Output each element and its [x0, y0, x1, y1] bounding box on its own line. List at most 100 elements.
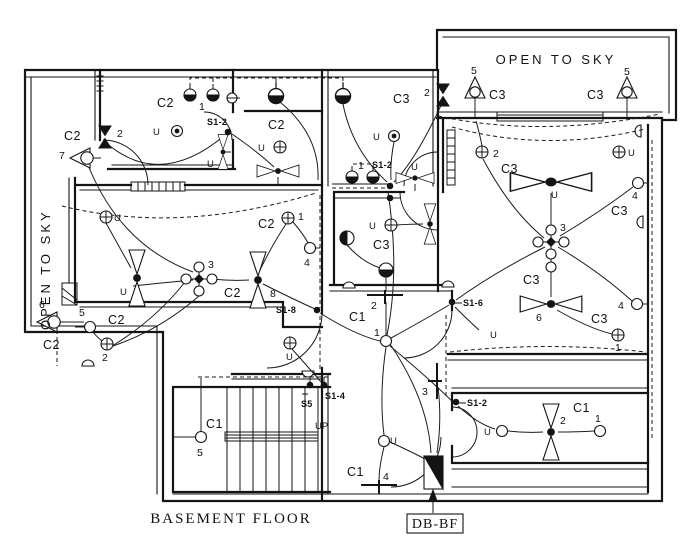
- socket-icon: [387, 129, 401, 143]
- symbols: [36, 76, 645, 534]
- light-point-icon: [593, 424, 607, 438]
- labels: BASEMENT FLOOR DB-BF OPEN TO SKY OPEN TO…: [38, 52, 638, 532]
- exhaust-fan-icon: [423, 203, 437, 245]
- outer-walls: [23, 28, 678, 503]
- tube-light-icon: [427, 362, 443, 400]
- ceiling-fan-icon: [249, 251, 267, 309]
- circuit-label: C3: [501, 162, 518, 176]
- swit-label: S1-2: [207, 117, 227, 127]
- u-mark: U: [114, 213, 121, 224]
- u-mark: U: [369, 221, 376, 232]
- bollard-light-icon: [464, 76, 486, 99]
- point-number: 6: [39, 299, 45, 311]
- wall-stops: [81, 124, 644, 378]
- switch-icon: [313, 306, 321, 314]
- light-point-icon: [303, 241, 317, 255]
- switch-icon: [386, 182, 394, 190]
- open-to-sky-top-label: OPEN TO SKY: [496, 52, 617, 67]
- pendant-lamp-icon: [334, 81, 352, 105]
- light-icon: [611, 328, 625, 342]
- light-icon: [99, 210, 113, 224]
- circuit-label: C2: [258, 217, 275, 231]
- pendant-lamp-icon: [183, 83, 197, 102]
- light-cluster-icon: [532, 224, 570, 273]
- point-number: 2: [560, 415, 566, 427]
- swit-label: S1-2: [372, 160, 392, 170]
- distribution-board-icon: [423, 455, 444, 491]
- socket-icon: [170, 124, 184, 138]
- circuit-label: C1: [349, 310, 366, 324]
- light-icon: [612, 145, 626, 159]
- ceiling-fan-icon: [542, 403, 560, 461]
- u-mark: U: [390, 436, 397, 447]
- dashed-wiring: [56, 77, 661, 440]
- point-number: 4: [383, 471, 389, 483]
- circuit-label: C3: [523, 273, 540, 287]
- circuit-label: C1: [347, 465, 364, 479]
- point-number: 2: [117, 128, 123, 140]
- socket-point-icon: [495, 424, 509, 438]
- point-number: 3: [208, 259, 214, 271]
- floor-title: BASEMENT FLOOR: [150, 511, 312, 527]
- exhaust-fan-icon: [256, 164, 300, 178]
- switch-icon: [452, 398, 460, 406]
- u-mark: U: [286, 352, 293, 363]
- light-icon: [283, 336, 297, 350]
- point-number: 2: [493, 148, 499, 160]
- u-mark: U: [628, 148, 635, 159]
- point-number: 1: [374, 327, 380, 339]
- light-icon: [384, 218, 398, 232]
- light-point-icon: [194, 430, 208, 444]
- circuit-label: C2: [108, 313, 125, 327]
- circuit-label: C3: [393, 92, 410, 106]
- point-number: 3: [422, 386, 428, 398]
- switch-icon: [320, 381, 328, 389]
- circuit-label: C3: [489, 88, 506, 102]
- up-label: UP: [315, 421, 328, 432]
- light-icon: [273, 140, 287, 154]
- point-number: 4: [618, 300, 624, 312]
- exhaust-fan-icon: [395, 172, 435, 184]
- socket-point-icon: [377, 434, 391, 448]
- point-number: 1: [298, 211, 304, 223]
- point-number: 5: [624, 66, 630, 78]
- pendant-lamp-icon: [345, 165, 359, 184]
- open-to-sky-left-label: OPEN TO SKY: [38, 209, 53, 330]
- ceiling-fan-icon: [519, 295, 583, 313]
- ceiling-fan-icon: [128, 249, 146, 307]
- light-point-icon: [83, 320, 97, 334]
- circuit-label: C3: [373, 238, 390, 252]
- window-hatches: [130, 111, 604, 192]
- point-number: 1: [358, 160, 364, 172]
- circuit-label: C1: [206, 417, 223, 431]
- wall-lamp-icon: [339, 230, 355, 246]
- light-icon: [100, 337, 114, 351]
- ceiling-fan-icon: [509, 172, 593, 192]
- point-number: 4: [304, 257, 310, 269]
- light-icon: [475, 145, 489, 159]
- swit-label: S1-4: [325, 391, 345, 401]
- light-icon: [281, 211, 295, 225]
- circuit-label: C2: [268, 118, 285, 132]
- wall-socket-icon: [226, 92, 240, 104]
- u-mark: U: [120, 287, 127, 298]
- switch-icon: [306, 381, 314, 389]
- switch-icon: [386, 194, 394, 202]
- circuit-label: C2: [43, 338, 60, 352]
- point-number: 8: [270, 288, 276, 300]
- bollard-light-icon: [616, 76, 638, 99]
- swit-label: S1-6: [463, 298, 483, 308]
- light-cluster-icon: [180, 261, 218, 297]
- pendant-lamp-icon: [267, 81, 285, 105]
- u-mark: U: [551, 190, 558, 201]
- circuit-label: C2: [157, 96, 174, 110]
- point-number: 5: [79, 307, 85, 319]
- point-number: 2: [371, 300, 377, 312]
- point-number: 2: [102, 352, 108, 364]
- point-number: 1: [199, 101, 205, 113]
- u-mark: U: [258, 143, 265, 154]
- point-number: 5: [471, 65, 477, 77]
- point-number: 5: [197, 447, 203, 459]
